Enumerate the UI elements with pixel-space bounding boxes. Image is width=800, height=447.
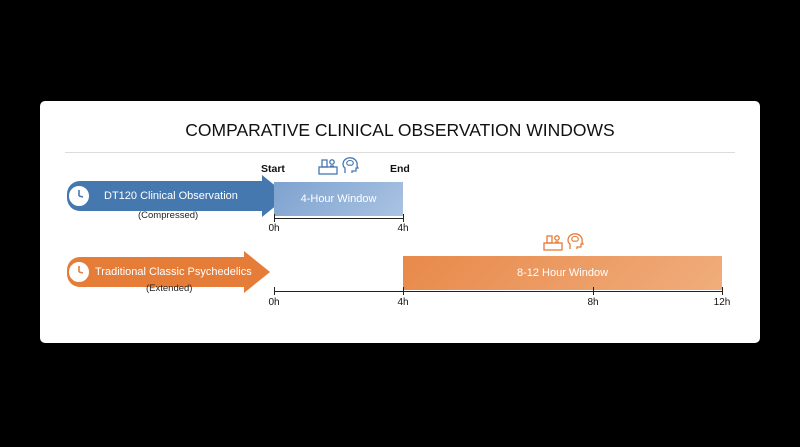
end-label: End [390,163,410,175]
diagram-card: COMPARATIVE CLINICAL OBSERVATION WINDOWS… [40,101,760,343]
diagram-title: COMPARATIVE CLINICAL OBSERVATION WINDOWS [185,120,615,140]
traditional-tick-4h [403,287,404,295]
traditional-axis [274,291,722,292]
dt120-axis [274,218,403,219]
traditional-tick-label: 4h [397,297,409,308]
traditional-window-bar: 8-12 Hour Window [403,256,722,290]
dt120-tick-label: 0h [268,223,280,234]
brain-head-icon [567,233,585,249]
clock-icon [67,184,91,208]
traditional-window-label: 8-12 Hour Window [516,267,609,279]
clock-icon [67,260,91,284]
start-label: Start [261,163,285,175]
brain-head-icon [342,157,360,173]
traditional-tick-12h [722,287,723,295]
dt120-window-label: 4-Hour Window [300,193,377,205]
dt120-tick-label: 4h [397,223,409,234]
dt120-tick-0h [274,214,275,222]
traditional-tick-0h [274,287,275,295]
traditional-sub-label: (Extended) [146,283,193,294]
traditional-tick-label: 12h [713,297,731,308]
traditional-tick-8h [593,287,594,295]
clinic-desk-icon [318,159,338,175]
traditional-tick-label: 0h [268,297,280,308]
dt120-window-bar: 4-Hour Window [274,182,403,216]
dt120-arrow: DT120 Clinical Observation [67,175,288,217]
traditional-arrow-label: Traditional Classic Psychedelics [95,266,252,278]
dt120-arrow-label: DT120 Clinical Observation [104,190,238,202]
clinic-desk-icon [543,235,563,251]
traditional-tick-label: 8h [587,297,599,308]
dt120-tick-4h [403,214,404,222]
title-divider [65,152,735,153]
traditional-arrow: Traditional Classic Psychedelics [67,251,270,293]
dt120-sub-label: (Compressed) [138,210,199,221]
